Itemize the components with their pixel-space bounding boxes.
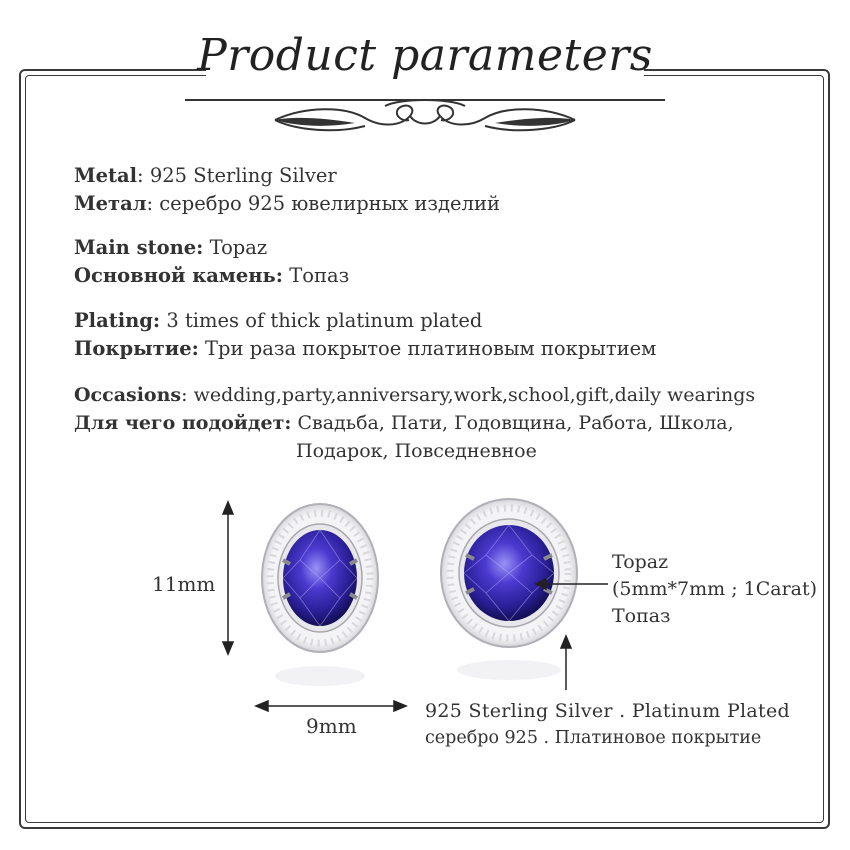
metal-pointer — [559, 634, 573, 690]
earring-right — [440, 498, 578, 680]
stone-note: Topaz (5mm*7mm ; 1Carat) Топаз — [612, 549, 817, 630]
spec-label: Метал — [74, 192, 147, 215]
spec-label: Metal — [74, 164, 138, 187]
title-mask — [206, 60, 644, 90]
spec-value: 925 Sterling Silver — [149, 164, 337, 187]
spec-plating-en: Plating: 3 times of thick platinum plate… — [74, 307, 482, 335]
earring-left — [261, 503, 379, 686]
spec-value: Свадьба, Пати, Годовщина, Работа, Школа, — [297, 412, 734, 434]
spec-label: Plating: — [74, 309, 161, 332]
stone-pointer — [534, 577, 608, 591]
spec-separator: : — [181, 384, 194, 406]
spec-value: Topaz — [209, 236, 268, 259]
spec-value: серебро 925 ювелирных изделий — [159, 192, 500, 215]
spec-value: Топаз — [289, 264, 350, 287]
spec-stone-en: Main stone: Topaz — [74, 234, 267, 262]
spec-occasions-ru: Для чего подойдет: Свадьба, Пати, Годовщ… — [74, 409, 734, 437]
spec-value: 3 times of thick platinum plated — [166, 309, 483, 332]
spec-separator: : — [137, 164, 150, 187]
stone-name-ru: Топаз — [612, 605, 671, 627]
spec-label: Покрытие: — [74, 337, 199, 360]
material-note-ru: серебро 925 . Платиновое покрытие — [425, 728, 762, 748]
spec-label: Occasions — [74, 384, 182, 406]
stone-size: (5mm*7mm ; 1Carat) — [612, 578, 818, 600]
height-label: 11mm — [152, 572, 216, 596]
spec-label: Для чего подойдет: — [74, 412, 292, 434]
spec-label: Main stone: — [74, 236, 204, 259]
material-note-en: 925 Sterling Silver . Platinum Plated — [425, 700, 790, 722]
spec-metal-en: Metal: 925 Sterling Silver — [74, 162, 337, 190]
spec-value: Подарок, Повседневное — [296, 440, 537, 462]
spec-occasions-ru-line2: Подарок, Повседневное — [296, 437, 537, 465]
spec-label: Основной камень: — [74, 264, 283, 287]
width-label: 9mm — [306, 714, 357, 738]
stone-name-en: Topaz — [612, 551, 669, 573]
spec-occasions-en: Occasions: wedding,party,anniversary,wor… — [74, 381, 755, 409]
spec-plating-ru: Покрытие: Три раза покрытое платиновым п… — [74, 335, 656, 363]
width-arrow — [254, 699, 408, 713]
earrings-illustration — [221, 498, 608, 713]
page-title: Product parameters — [197, 30, 653, 81]
height-arrow — [221, 500, 235, 656]
spec-stone-ru: Основной камень: Топаз — [74, 262, 349, 290]
spec-metal-ru: Метал: серебро 925 ювелирных изделий — [74, 190, 500, 218]
spec-value: Три раза покрытое платиновым покрытием — [205, 337, 657, 360]
spec-separator: : — [146, 192, 160, 215]
flourish-ornament — [185, 99, 665, 132]
spec-value: wedding,party,anniversary,work,school,gi… — [193, 384, 756, 406]
